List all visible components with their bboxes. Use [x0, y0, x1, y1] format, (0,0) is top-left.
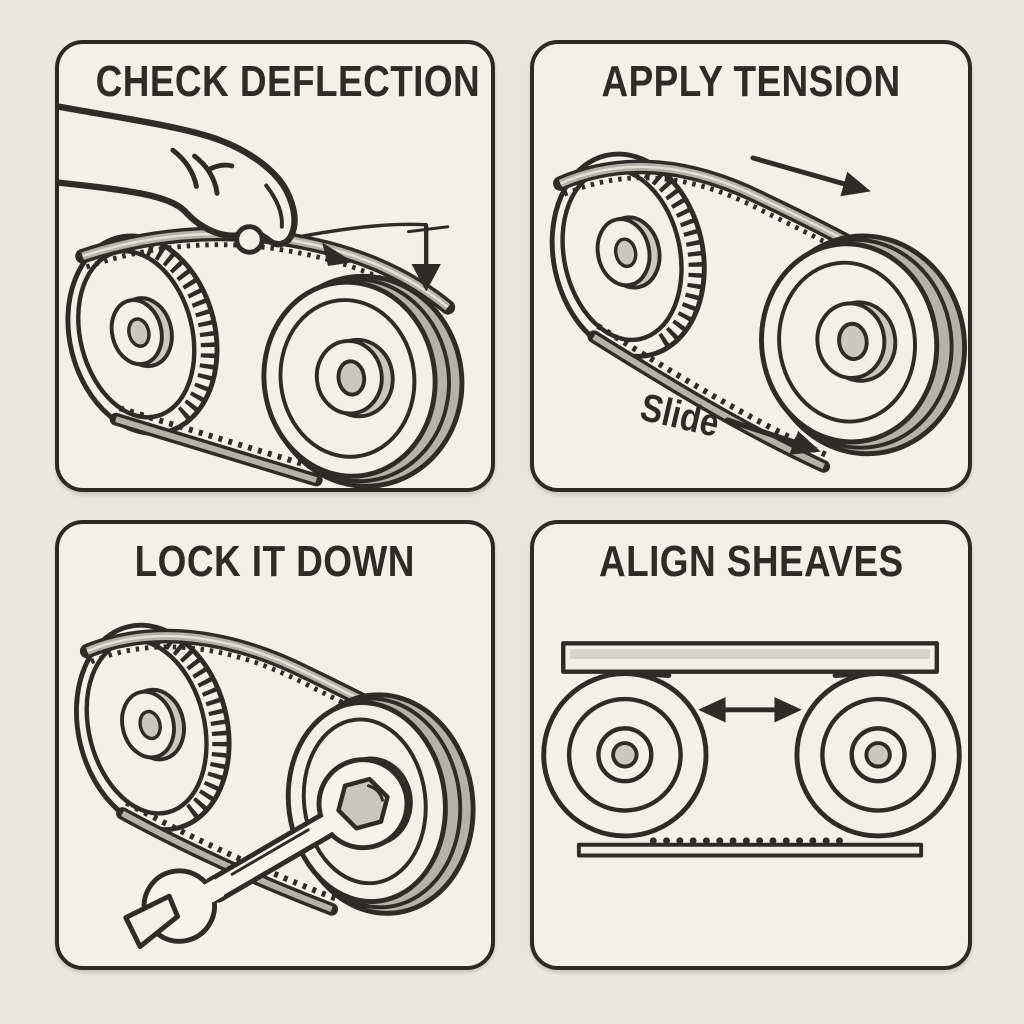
wrench-icon [123, 757, 410, 949]
belt [576, 837, 924, 858]
straightedge [561, 641, 939, 674]
panel-title-text: ALIGN SHEAVES [598, 537, 904, 586]
right-sheave [794, 671, 962, 839]
belt-press-arrow [322, 242, 354, 266]
hand-icon [59, 103, 298, 255]
check-deflection-illustration [59, 103, 465, 488]
right-pulley [261, 273, 465, 488]
panel-title-align-sheaves: ALIGN SHEAVES [534, 540, 968, 584]
panel-title-lock-it-down: LOCK IT DOWN [59, 540, 491, 584]
alignment-arrow [698, 697, 802, 723]
deflection-arrow [298, 222, 450, 292]
slide-arrow [724, 417, 821, 455]
left-sheave [541, 671, 709, 839]
panel-lock-it-down: LOCK IT DOWN [55, 520, 495, 970]
right-pulley [759, 233, 968, 457]
tension-arrow [750, 155, 871, 197]
align-sheaves-illustration [541, 641, 962, 858]
panel-title-text: APPLY TENSION [601, 57, 901, 106]
left-pulley [65, 233, 220, 436]
apply-tension-illustration [549, 151, 968, 473]
left-pulley [73, 622, 232, 833]
panel-title-text: CHECK DEFLECTION [95, 57, 481, 106]
panel-apply-tension: APPLY TENSION Slide [530, 40, 972, 492]
panel-title-apply-tension: APPLY TENSION [534, 60, 968, 104]
panel-align-sheaves: ALIGN SHEAVES [530, 520, 972, 970]
panel-title-check-deflection: CHECK DEFLECTION [59, 60, 491, 104]
panel-check-deflection: CHECK DEFLECTION [55, 40, 495, 492]
contact-marks [637, 671, 867, 679]
left-pulley [549, 151, 707, 359]
lock-it-down-illustration [73, 622, 476, 949]
panel-title-text: LOCK IT DOWN [134, 537, 416, 586]
